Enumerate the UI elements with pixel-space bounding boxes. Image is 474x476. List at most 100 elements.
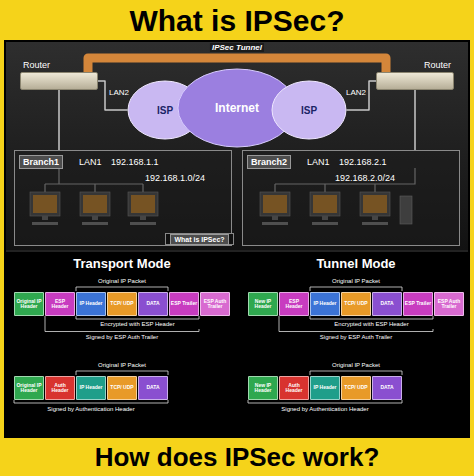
packet-field: DATA — [138, 376, 168, 400]
packet-field: ESP Header — [279, 292, 309, 316]
lan-label: LAN1 — [307, 157, 330, 167]
encrypt-bracket — [310, 316, 433, 319]
packet-field: TCP/ UDP — [107, 292, 137, 316]
packet-field: New IP Header — [248, 292, 278, 316]
branch-lan-box: Branch1LAN1192.168.1.1192.168.1.0/24What… — [14, 150, 232, 246]
cloud-label: Internet — [215, 101, 259, 115]
caption-bar: How does IPSec work? — [0, 439, 474, 475]
note-text: What is IPSec? — [170, 234, 228, 245]
field-name: Original IP Header — [15, 383, 43, 394]
lan-label: 192.168.2.0/24 — [335, 173, 395, 183]
note-box: What is IPSec? — [165, 233, 234, 245]
cloud-label: ISP — [157, 105, 173, 116]
ellipse-shape — [272, 81, 346, 139]
network-panel — [6, 42, 468, 250]
packet-field: Original IP Header — [14, 292, 44, 316]
field-name: DATA — [380, 301, 393, 307]
packet-field: DATA — [372, 376, 402, 400]
network-link — [58, 90, 60, 150]
field-name: TCP/ UDP — [110, 385, 133, 391]
device-label: Router — [424, 60, 451, 70]
field-name: ESP Header — [280, 299, 308, 310]
field-name: Auth Header — [46, 383, 74, 394]
field-name: New IP Header — [249, 299, 277, 310]
field-name: IP Header — [314, 301, 337, 307]
title-bar: What is IPSec? — [0, 2, 474, 40]
packet-field: IP Header — [76, 292, 106, 316]
isp-ellipse: ISP — [271, 80, 347, 140]
sign-bracket — [14, 400, 168, 403]
packet-field: ESP Trailer — [169, 292, 199, 316]
field-name: TCP/ UDP — [344, 385, 367, 391]
cloud-label: ISP — [301, 105, 317, 116]
router-box: Router — [376, 72, 454, 90]
lan-label: Branch2 — [247, 155, 291, 169]
packet-field: TCP/ UDP — [341, 376, 371, 400]
sign-bracket — [279, 316, 433, 332]
field-name: ESP Trailer — [171, 301, 197, 307]
branch-lan-box: Branch2 LAN1 192.168.2.1 192.168.2.0/24 — [242, 150, 460, 246]
bracket-label: Encrypted with ESP Header — [334, 321, 408, 328]
bracket-label: Original IP Packet — [332, 362, 380, 369]
mode-heading: Transport Mode — [73, 257, 171, 271]
packet-field: ESP Header — [45, 292, 75, 316]
packet-field: IP Header — [310, 292, 340, 316]
bracket-label: Encrypted with ESP Header — [100, 321, 174, 328]
device-label: Router — [23, 60, 50, 70]
field-name: IP Header — [80, 301, 103, 307]
packet-bracket — [76, 371, 168, 375]
field-name: DATA — [146, 385, 159, 391]
packet-field: New IP Header — [248, 376, 278, 400]
lan-label: Branch1 — [19, 155, 63, 169]
sign-bracket — [45, 316, 199, 332]
packet-field: ESP Auth Trailer — [200, 292, 230, 316]
bracket-label: Original IP Packet — [332, 278, 380, 285]
title: What is IPSec? — [129, 4, 344, 38]
field-name: DATA — [146, 301, 159, 307]
bracket-label: Signed by ESP Auth Trailer — [320, 334, 392, 341]
packet-field: ESP Trailer — [403, 292, 433, 316]
lan-label: 192.168.1.0/24 — [145, 173, 205, 183]
port-label: LAN2 — [109, 89, 129, 98]
field-name: New IP Header — [249, 383, 277, 394]
field-name: Auth Header — [280, 383, 308, 394]
packet-field: IP Header — [310, 376, 340, 400]
packet-bracket — [76, 287, 168, 291]
field-name: ESP Auth Trailer — [201, 299, 229, 310]
packet-field: ESP Auth Trailer — [434, 292, 464, 316]
lan-label: 192.168.2.1 — [339, 157, 387, 167]
packet-bracket — [310, 287, 402, 291]
field-name: DATA — [380, 385, 393, 391]
field-name: IP Header — [80, 385, 103, 391]
edge-label: IPSec Tunnel — [210, 43, 264, 52]
panel-divider — [6, 251, 468, 252]
port-label: LAN2 — [346, 89, 366, 98]
sign-bracket — [248, 400, 402, 403]
bracket-label: Original IP Packet — [98, 362, 146, 369]
router-box: Router — [20, 72, 98, 90]
field-name: TCP/ UDP — [344, 301, 367, 307]
packet-field: Original IP Header — [14, 376, 44, 400]
bracket-label: Signed by ESP Auth Trailer — [86, 334, 158, 341]
packet-field: DATA — [372, 292, 402, 316]
mode-heading: Tunnel Mode — [316, 257, 395, 271]
field-name: Original IP Header — [15, 299, 43, 310]
bracket-label: Original IP Packet — [98, 278, 146, 285]
dark-panel — [4, 40, 470, 438]
packet-field: Auth Header — [279, 376, 309, 400]
bracket-label: Signed by Authentication Header — [47, 406, 134, 413]
packet-field: DATA — [138, 292, 168, 316]
field-name: ESP Header — [46, 299, 74, 310]
field-name: ESP Trailer — [405, 301, 431, 307]
field-name: TCP/ UDP — [110, 301, 133, 307]
brackets — [14, 287, 433, 403]
packet-field: IP Header — [76, 376, 106, 400]
lan-label: 192.168.1.1 — [111, 157, 159, 167]
packet-field: Auth Header — [45, 376, 75, 400]
field-name: IP Header — [314, 385, 337, 391]
packet-bracket — [310, 371, 402, 375]
field-name: ESP Auth Trailer — [435, 299, 463, 310]
